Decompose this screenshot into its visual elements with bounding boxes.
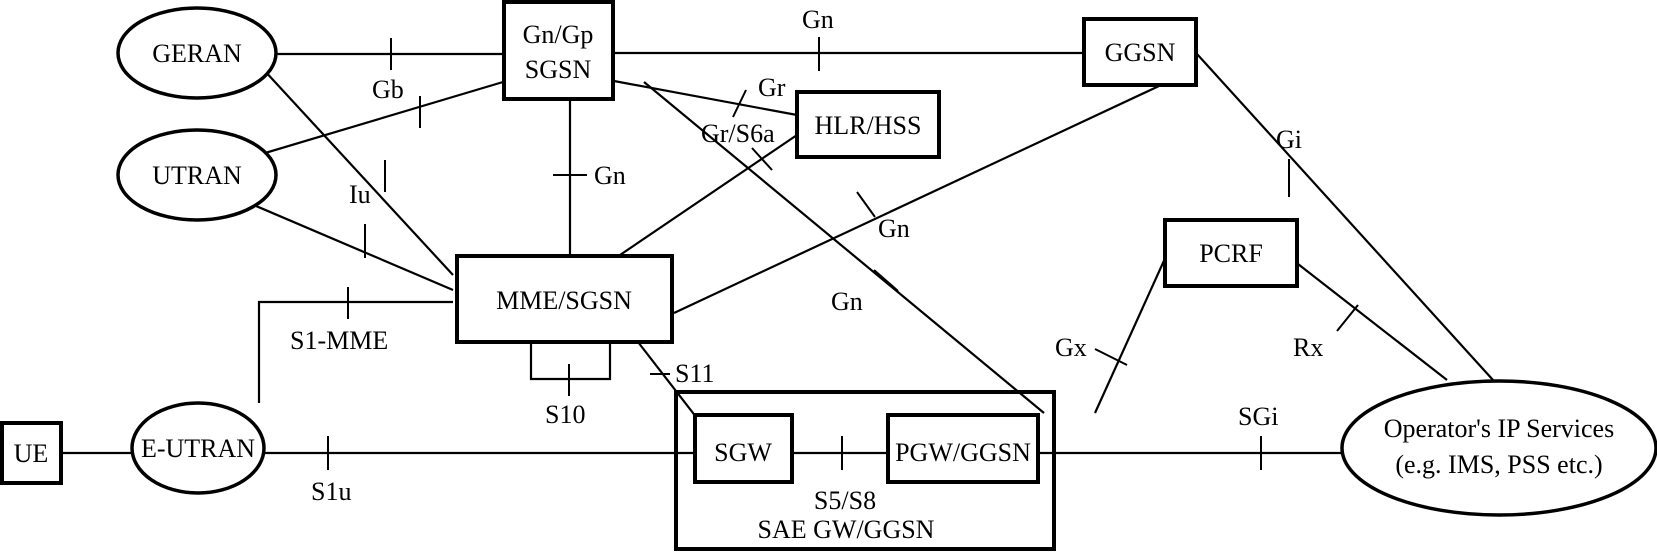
node-mme-sgsn: MME/SGSN — [455, 254, 674, 344]
node-hlr-hss: HLR/HSS — [795, 90, 941, 159]
link-mme-ggsn — [673, 85, 1160, 314]
tick-rx — [1336, 304, 1359, 332]
label-gn-mme-ggsn: Gn — [878, 214, 910, 243]
operator-ip-label-line2: (e.g. IMS, PSS etc.) — [1395, 450, 1602, 479]
geran-ellipse — [116, 6, 278, 100]
tick-gr-s6a — [751, 147, 773, 171]
pcrf-label: PCRF — [1199, 239, 1263, 268]
link-pcrf-operator — [1297, 263, 1448, 381]
node-pgw-ggsn: PGW/GGSN — [886, 413, 1040, 484]
sgsn-box — [502, 0, 615, 101]
sgsn-label-line2: SGSN — [525, 55, 592, 84]
sgw-label: SGW — [714, 438, 772, 467]
link-geran-mme — [250, 55, 454, 276]
utran-ellipse — [116, 128, 278, 222]
sae-gw-box — [674, 390, 1056, 551]
ue-label: UE — [14, 439, 49, 468]
mme-sgsn-label: MME/SGSN — [496, 286, 632, 315]
operator-ip-ellipse — [1340, 379, 1657, 517]
sgsn-label-line1: Gn/Gp — [523, 20, 594, 49]
link-sgsn-hlr — [613, 79, 798, 117]
hlr-hss-box — [795, 90, 941, 159]
link-sgsn-pgw — [643, 81, 1045, 414]
mme-sgsn-box — [455, 254, 674, 344]
ggsn-box — [1082, 17, 1198, 87]
eutran-ellipse — [130, 401, 266, 495]
link-ggsn-operator — [1196, 53, 1494, 381]
node-geran: GERAN — [116, 6, 278, 100]
label-rx: Rx — [1293, 333, 1323, 362]
node-ue: UE — [0, 421, 63, 485]
node-pcrf: PCRF — [1163, 218, 1299, 288]
connections — [62, 37, 1494, 470]
label-gn-top: Gn — [802, 5, 834, 34]
ggsn-label: GGSN — [1105, 38, 1176, 67]
label-gx: Gx — [1055, 333, 1087, 362]
pcrf-box — [1163, 218, 1299, 288]
tick-gn-sgsn-pgw — [873, 269, 899, 292]
label-sgi: SGi — [1238, 402, 1278, 431]
sae-gw-label: SAE GW/GGSN — [758, 515, 935, 544]
link-s10-loop — [529, 342, 612, 381]
label-gb: Gb — [372, 75, 404, 104]
label-iu: Iu — [349, 180, 371, 209]
node-ggsn: GGSN — [1082, 17, 1198, 87]
pgw-ggsn-box — [886, 413, 1040, 484]
node-eutran: E-UTRAN — [130, 401, 266, 495]
eutran-label: E-UTRAN — [141, 434, 255, 463]
node-utran: UTRAN — [116, 128, 278, 222]
node-sgsn: Gn/Gp SGSN — [502, 0, 615, 101]
node-sgw: SGW — [693, 413, 794, 484]
label-gr: Gr — [758, 73, 786, 102]
label-gn-vertical: Gn — [594, 161, 626, 190]
label-gr-s6a: Gr/S6a — [701, 119, 775, 148]
operator-ip-label-line1: Operator's IP Services — [1384, 414, 1614, 443]
label-s5-s8: S5/S8 — [814, 486, 876, 515]
label-gn-sgsn-pgw: Gn — [831, 287, 863, 316]
label-s11: S11 — [675, 359, 715, 388]
label-s1-mme: S1-MME — [290, 326, 388, 355]
tick-gr — [732, 89, 747, 118]
sgw-box — [693, 413, 794, 484]
pgw-ggsn-label: PGW/GGSN — [895, 438, 1031, 467]
geran-label: GERAN — [152, 39, 242, 68]
hlr-hss-label: HLR/HSS — [815, 111, 922, 140]
link-utran-mme — [241, 198, 454, 292]
link-eutran-mme — [257, 300, 453, 403]
node-sae-gw: SAE GW/GGSN — [674, 390, 1056, 551]
link-pcrf-pgw — [1093, 253, 1169, 414]
ue-box — [0, 421, 63, 485]
node-operator-ip: Operator's IP Services (e.g. IMS, PSS et… — [1340, 379, 1657, 517]
label-s1u: S1u — [311, 477, 351, 506]
tick-gx — [1094, 348, 1128, 366]
link-utran-sgsn — [244, 80, 504, 161]
tick-gn-mme-ggsn — [856, 191, 876, 218]
label-gi: Gi — [1276, 125, 1302, 154]
label-s10: S10 — [545, 400, 585, 429]
interface-labels: Gb Iu Gn Gr Gr/S6a Gn Gn Gn Gi Gx Rx S1-… — [290, 5, 1323, 515]
link-mme-hlr — [619, 134, 798, 256]
utran-label: UTRAN — [152, 161, 242, 190]
